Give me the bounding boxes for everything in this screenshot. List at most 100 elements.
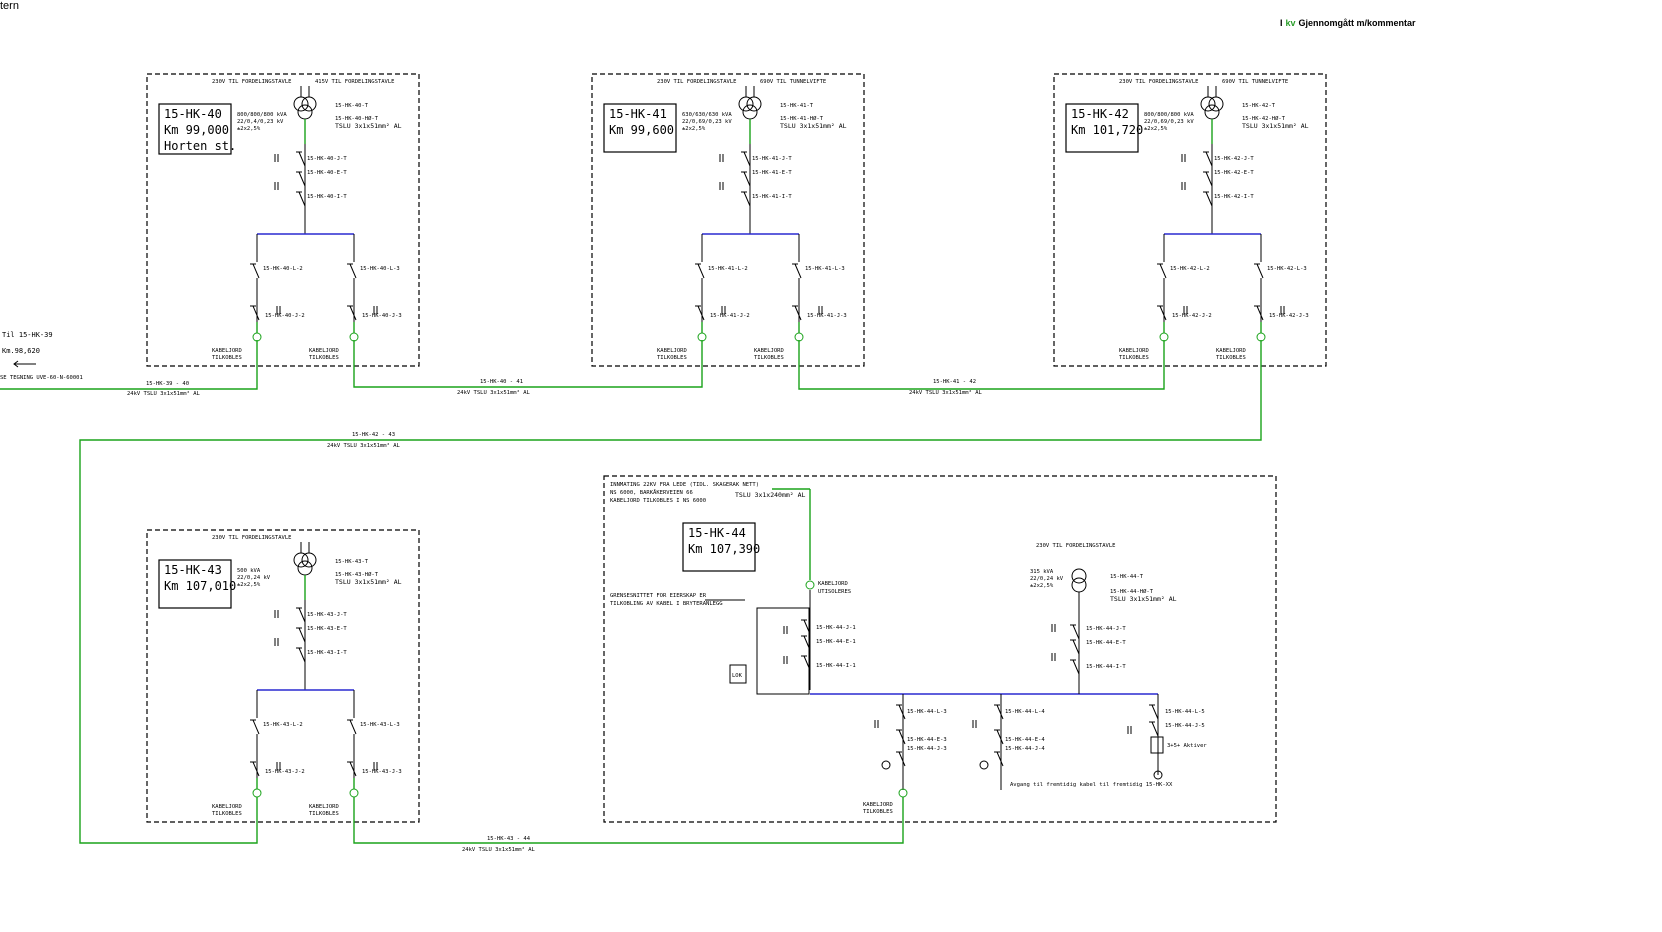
grense-line-1: GRENSESNITTET FOR EIERSKAP ER <box>610 593 707 599</box>
feeder-j-label: 15-HK-40-J-3 <box>362 313 402 319</box>
switch-i <box>298 191 306 207</box>
switch-j5 <box>1151 721 1159 737</box>
feed-right: 415V TIL FORDELINGSTAVLE <box>315 79 394 85</box>
feeder-j-label: 15-HK-41-J-2 <box>710 313 750 319</box>
switch-l <box>252 719 260 735</box>
cable-termination-icon <box>1159 332 1169 342</box>
feeder-l-label: 15-HK-41-L-3 <box>805 266 845 272</box>
transformer-voltage: 22/0,24 kV <box>237 575 271 581</box>
station-15-hk-40: 230V TIL FORDELINGSTAVLE 415V TIL FORDELI… <box>146 73 420 367</box>
station-frame <box>1053 73 1327 367</box>
switch-e <box>898 729 906 745</box>
ref-drawing: SE TEGNING UVE-60-N-60001 <box>0 375 83 381</box>
feed-left: 230V TIL FORDELINGSTAVLE <box>212 79 291 85</box>
station-km: Km 107,390 <box>688 542 760 556</box>
switch-e <box>743 171 751 187</box>
cable-termination-icon <box>697 332 707 342</box>
transformer-rating: 315 kVA <box>1030 569 1054 575</box>
j-label: 15-HK-43-J-T <box>307 612 347 618</box>
ht-label: 15-HK-41-HØ-T <box>780 115 824 122</box>
kabeljord-label: KABELJORD <box>818 581 848 587</box>
breaker-cubicle <box>756 607 810 695</box>
feed-left: 230V TIL FORDELINGSTAVLE <box>212 535 291 541</box>
switch-l <box>1159 263 1167 279</box>
kabeljord-label: KABELJORD <box>212 804 242 810</box>
kabeljord-label: KABELJORD <box>212 348 242 354</box>
e-label: 15-HK-41-E-T <box>752 170 792 176</box>
review-status: I kv Gjennomgått m/kommentar <box>1280 18 1416 28</box>
switch-i <box>298 647 306 663</box>
switch-j <box>743 151 751 167</box>
feeder-e-label: 15-HK-44-E-4 <box>1005 737 1045 743</box>
i-label: 15-HK-42-I-T <box>1214 194 1254 200</box>
tilkobles-label: TILKOBLES <box>1216 355 1246 361</box>
station-id-box <box>682 522 756 572</box>
transformer-rating: 500 kVA <box>237 568 261 574</box>
e-label: 15-HK-40-E-T <box>307 170 347 176</box>
cable-spec: 24kV TSLU 3x1x51mm² AL <box>457 389 531 396</box>
cable-termination-icon <box>898 788 908 798</box>
feed-right: 690V TIL TUNNELVIFTE <box>760 79 826 85</box>
switch-l <box>349 719 357 735</box>
kabeljord-label: KABELJORD <box>657 348 687 354</box>
transformer-tap: ±2x2,5% <box>1030 583 1054 589</box>
feeder-j-label: 15-HK-43-J-2 <box>265 769 305 775</box>
switch-j <box>349 305 357 321</box>
feeder-l-label: 15-HK-43-L-3 <box>360 722 400 728</box>
status-label: Gjennomgått m/kommentar <box>1298 18 1416 28</box>
cable-termination-icon <box>252 332 262 342</box>
status-prefix: I <box>1280 18 1283 28</box>
transformer-winding-icon <box>293 96 309 112</box>
i-label: 15-HK-43-I-T <box>307 650 347 656</box>
ref-til: Til 15-HK-39 <box>2 331 53 339</box>
feed-left: 230V TIL FORDELINGSTAVLE <box>1119 79 1198 85</box>
transformer-icon <box>1071 568 1087 584</box>
l5-label: 15-HK-44-L-5 <box>1165 709 1205 715</box>
feeder-j-label: 15-HK-42-J-2 <box>1172 313 1212 319</box>
utisoleres-label: UTISOLERES <box>818 589 851 595</box>
switch-j <box>697 305 705 321</box>
switch-i <box>743 191 751 207</box>
e-label: 15-HK-42-E-T <box>1214 170 1254 176</box>
transformer-voltage: 22/0,4/0,23 kV <box>237 119 284 125</box>
jt-label: 15-HK-44-J-T <box>1086 626 1126 632</box>
feeder-l-label: 15-HK-40-L-3 <box>360 266 400 272</box>
cable-15-hk-41-42 <box>798 340 1165 390</box>
ht-cable: TSLU 3x1x51mm² AL <box>1242 122 1309 130</box>
cable-label: 15-HK-43 - 44 <box>487 836 531 842</box>
corner-text: tern <box>0 0 19 12</box>
station-id-box <box>158 559 232 609</box>
feeder-j-label: 15-HK-41-J-3 <box>807 313 847 319</box>
feed-label: 230V TIL FORDELINGSTAVLE <box>1036 543 1115 549</box>
switch-j <box>898 751 906 767</box>
cable-label: 15-HK-39 - 40 <box>146 381 189 387</box>
e-label: 15-HK-43-E-T <box>307 626 347 632</box>
transformer-tap: ±2x2,5% <box>237 582 261 588</box>
feeder-j-label: 15-HK-40-J-2 <box>265 313 305 319</box>
switch-l <box>794 263 802 279</box>
cable-termination-icon <box>252 788 262 798</box>
j-label: 15-HK-42-J-T <box>1214 156 1254 162</box>
feed-right: 690V TIL TUNNELVIFTE <box>1222 79 1288 85</box>
feeder-l-label: 15-HK-41-L-2 <box>708 266 748 272</box>
transformer-voltage: 22/0,69/0,23 kV <box>1144 119 1194 125</box>
j1-label: 15-HK-44-J-1 <box>816 625 856 631</box>
station-km: Km 99,000 <box>164 123 229 137</box>
switch-j <box>996 751 1004 767</box>
cable-15-hk-40-41 <box>353 340 703 388</box>
switch-l <box>898 704 906 720</box>
switch-j <box>252 761 260 777</box>
fuse-icon <box>1150 736 1164 754</box>
switch-j <box>1205 151 1213 167</box>
transformer-label: 15-HK-43-T <box>335 559 369 565</box>
switch-l <box>697 263 705 279</box>
kabeljord-label: KABELJORD <box>1119 348 1149 354</box>
station-id-box <box>603 103 677 153</box>
cable-spec: 24kV TSLU 3x1x51mm² AL <box>127 390 201 397</box>
transformer-winding-icon <box>1208 96 1224 112</box>
tilkobles-label: TILKOBLES <box>212 811 242 817</box>
switch-et <box>1072 639 1080 655</box>
switch-j <box>298 151 306 167</box>
cable-termination-icon <box>794 332 804 342</box>
transformer-label: 15-HK-42-T <box>1242 103 1276 109</box>
